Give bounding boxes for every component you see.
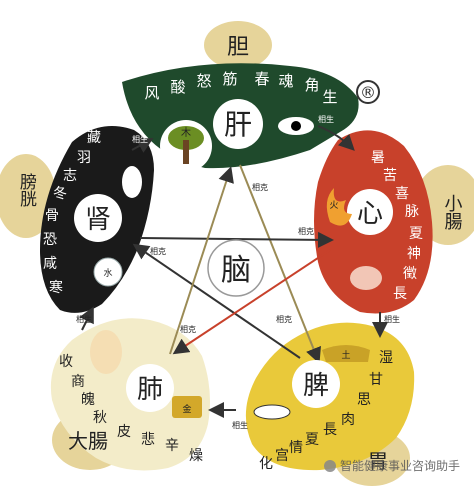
spleen-element-label: 土: [341, 349, 350, 361]
watermark: 智能健康事业咨询助手: [324, 458, 460, 473]
tongue-icon: [350, 266, 382, 290]
liver-generate-label: 相生: [318, 114, 334, 124]
metal-icon: [172, 396, 202, 418]
tree-icon: [160, 120, 212, 172]
spleen-fu-label: 胃: [368, 449, 388, 473]
registered-circle: [356, 80, 380, 104]
lung-char: 秋: [93, 410, 107, 426]
restrain-line-spleen-kidney: [132, 243, 301, 359]
lung-element-label: 金: [182, 403, 191, 415]
kidney-char: 咸: [43, 256, 57, 272]
lips-icon: [253, 404, 291, 420]
restrain-line-liver-spleen: [239, 164, 321, 364]
kidney-char: 寒: [49, 279, 63, 296]
liver-char: 筋: [222, 70, 237, 88]
lung-main-label: 肺: [137, 375, 163, 405]
lung-circle: [126, 364, 174, 412]
liver-fu-label: 胆: [227, 35, 249, 60]
liver-circle: [213, 99, 263, 149]
restrain-line-kidney-heart: [139, 231, 334, 248]
generate-arrow-liver-heart: [317, 125, 355, 151]
registered-mark: ®: [360, 83, 376, 102]
lung-char: 辛: [165, 438, 179, 454]
heart-char: 長: [393, 286, 407, 302]
kidney-fu-bubble: [0, 154, 56, 238]
heart-char: 脉: [405, 204, 419, 220]
liver-fu-bubble: [204, 21, 272, 69]
kidney-char: 骨: [45, 208, 59, 224]
heart-circle: [347, 189, 393, 235]
heart-char: 夏: [409, 226, 423, 242]
kidney-char: 羽: [77, 150, 91, 166]
kidney-main-label: 肾: [85, 205, 111, 235]
water-icon: [93, 257, 123, 287]
restrain-line-heart-lung: [172, 249, 331, 355]
spleen-circle: [292, 360, 340, 408]
spleen-generate-label: 相生: [232, 420, 248, 430]
spleen-char: 宫: [275, 448, 289, 464]
heart-generate-label: 相生: [384, 314, 400, 324]
kidney-char: 恐: [43, 232, 57, 248]
center-circle: [207, 239, 265, 297]
spleen-char: 湿: [379, 350, 393, 366]
kidney-char: 志: [63, 168, 77, 184]
heart-main-label: 心: [357, 199, 383, 229]
kidney-char: 藏: [87, 130, 101, 146]
spleen-char: 情: [289, 440, 303, 456]
heart-char: 喜: [395, 186, 409, 202]
spleen-char: 肉: [341, 412, 355, 428]
liver-main-label: 肝: [224, 108, 252, 141]
spleen-char: 思: [357, 392, 371, 408]
kidney-char: 冬: [53, 186, 67, 202]
lung-char: 燥: [189, 448, 203, 464]
heart-char: 徵: [403, 266, 417, 282]
center-label: 脑: [221, 253, 251, 288]
liver-char: 角: [304, 76, 319, 94]
generate-arrow-kidney-liver: [131, 138, 154, 153]
spleen-char: 化: [259, 456, 273, 472]
liver-element-label: 木: [181, 127, 191, 139]
heart-fu-label: 小腸: [442, 194, 463, 231]
lung-generate-label: 相生: [76, 314, 92, 324]
kidney-generate-label: 相生: [132, 134, 148, 144]
kidney-element-label: 水: [103, 267, 112, 279]
liver-char: 春: [254, 70, 269, 88]
lung-char: 魄: [81, 392, 95, 408]
heart-char: 暑: [371, 150, 385, 166]
restrain-label: 相克: [298, 226, 314, 236]
liver-char: 酸: [170, 78, 185, 96]
liver-char: 生: [322, 88, 337, 106]
kidney-fu-label: 膀胱: [16, 173, 37, 208]
restrain-line-lung-liver: [169, 166, 234, 355]
fire-icon: [326, 188, 352, 226]
restrain-label: 相克: [252, 182, 268, 192]
watermark-text: 智能健康事业咨询助手: [340, 458, 460, 473]
liver-char: 怒: [196, 72, 211, 90]
lung-char: 皮: [117, 424, 131, 440]
restrain-label: 相克: [276, 314, 292, 324]
spleen-char: 夏: [305, 432, 319, 448]
earth-icon: [322, 345, 370, 362]
nose-face-icon: [90, 330, 122, 374]
restrain-label: 相克: [150, 246, 166, 256]
lung-char: 悲: [141, 431, 155, 448]
kidney-circle: [74, 194, 122, 242]
heart-char: 苦: [383, 168, 397, 184]
lung-fu-label: 大腸: [68, 429, 108, 453]
ear-icon: [122, 166, 142, 198]
spleen-char: 甘: [369, 372, 383, 388]
liver-char: 魂: [278, 72, 293, 90]
lung-char: 收: [59, 354, 73, 370]
eye-icon: [278, 117, 314, 135]
spleen-main-label: 脾: [303, 371, 329, 401]
generate-arrow-lung-kidney: [79, 306, 94, 331]
liver-char: 风: [144, 84, 159, 102]
lung-char: 商: [71, 374, 85, 390]
restrain-label: 相克: [180, 324, 196, 334]
heart-char: 神: [407, 246, 421, 262]
heart-element-label: 火: [329, 200, 338, 211]
spleen-char: 長: [323, 422, 337, 438]
